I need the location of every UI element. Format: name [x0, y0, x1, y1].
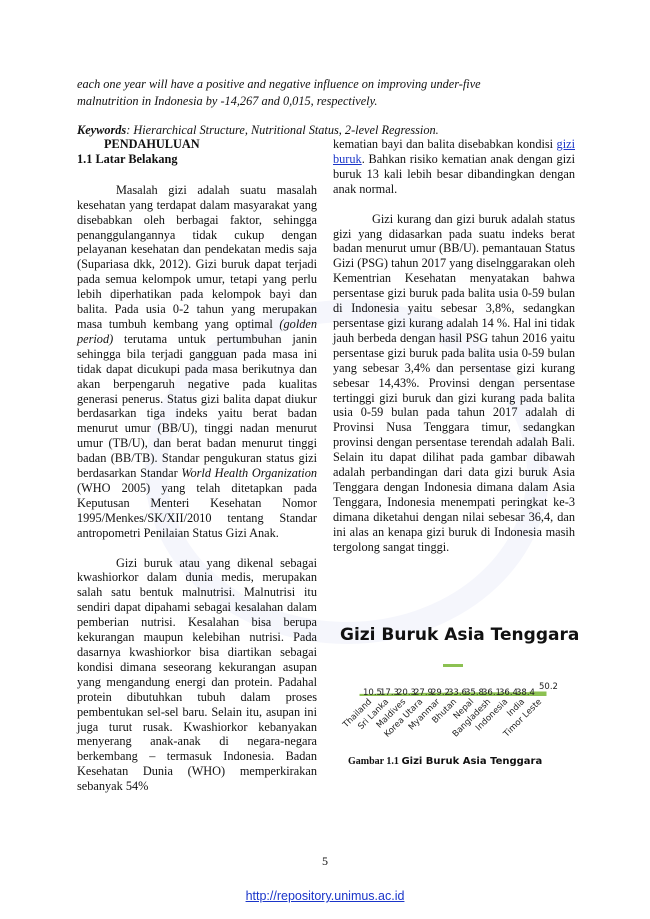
data-label-7: 36.1: [482, 688, 501, 698]
paragraph-intro-a: Masalah gizi adalah suatu masalah keseha…: [77, 182, 317, 331]
gizi-buruk-link[interactable]: gizi buruk: [333, 137, 575, 166]
data-label-8: 36.4: [499, 688, 518, 698]
bar-9: [512, 692, 530, 696]
paragraph-continued-a: kematian bayi dan balita disebabkan kond…: [333, 137, 557, 151]
bar-10: [529, 691, 547, 696]
keywords-line: Keywords: Hierarchical Structure, Nutrit…: [77, 123, 597, 138]
abstract-tail: each one year will have a positive and n…: [77, 76, 577, 109]
page-number: 5: [322, 854, 328, 868]
data-label-2: 20.3: [397, 688, 416, 698]
data-label-9: 38.4: [516, 688, 535, 698]
data-label-4: 29.2: [431, 688, 450, 698]
data-label-0: 10.5: [363, 688, 382, 698]
bar-chart: Gizi Buruk Asia Tenggara 10.517.320.327.9…: [340, 625, 579, 767]
paragraph-continued-b: . Bahkan risiko kematian anak dengan giz…: [333, 151, 575, 196]
paragraph-intro-c: (WHO 2005) yang telah ditetapkan pada Ke…: [77, 480, 317, 540]
figure-caption: Gambar 1.1 Gizi Buruk Asia Tenggara: [348, 756, 542, 767]
footer: http://repository.unimus.ac.id: [0, 889, 650, 903]
paragraph-kwashiorkor: Gizi buruk atau yang dikenal sebagai kwa…: [77, 555, 317, 794]
bar-4: [427, 692, 445, 696]
data-label-10: 50.2: [539, 682, 558, 692]
subsection-heading: 1.1 Latar Belakang: [77, 151, 178, 166]
left-column: PENDAHULUAN 1.1 Latar Belakang Masalah g…: [77, 137, 317, 794]
paragraph-intro: Masalah gizi adalah suatu masalah keseha…: [77, 183, 317, 541]
data-label-1: 17.3: [380, 688, 399, 698]
chart-title: Gizi Buruk Asia Tenggara: [340, 625, 579, 645]
bar-3: [410, 692, 428, 696]
abstract-line-2: malnutrition in Indonesia by -14,267 and…: [77, 93, 378, 108]
bar-0: [359, 693, 377, 696]
repository-link[interactable]: http://repository.unimus.ac.id: [245, 889, 405, 903]
bar-7: [478, 692, 496, 696]
abstract-line-1: each one year will have a positive and n…: [77, 77, 481, 91]
data-label-3: 27.9: [414, 688, 433, 698]
data-label-5: 33.6: [448, 688, 467, 698]
bar-1: [376, 693, 394, 696]
bar-5: [444, 692, 462, 696]
who-term: World Health Organization: [181, 466, 317, 481]
golden-period-term: (golden period): [77, 316, 317, 346]
data-label-6: 35.8: [465, 688, 484, 698]
right-column: kematian bayi dan balita disebabkan kond…: [333, 137, 575, 554]
paragraph-continued: kematian bayi dan balita disebabkan kond…: [333, 137, 575, 197]
bar-8: [495, 692, 513, 696]
bar-6: [461, 692, 479, 696]
caption-text: Gizi Buruk Asia Tenggara: [401, 756, 542, 767]
paragraph-intro-b: terutama untuk pertumbuhan janin sehingg…: [77, 331, 317, 481]
legend-marker: [443, 664, 463, 667]
paragraph-statistics: Gizi kurang dan gizi buruk adalah status…: [333, 211, 575, 554]
bar-2: [393, 693, 411, 696]
caption-label: Gambar 1.1: [348, 756, 401, 767]
section-heading: PENDAHULUAN: [104, 137, 200, 151]
keywords-label: Keywords: [77, 123, 127, 137]
keywords-text: : Hierarchical Structure, Nutritional St…: [126, 123, 439, 137]
